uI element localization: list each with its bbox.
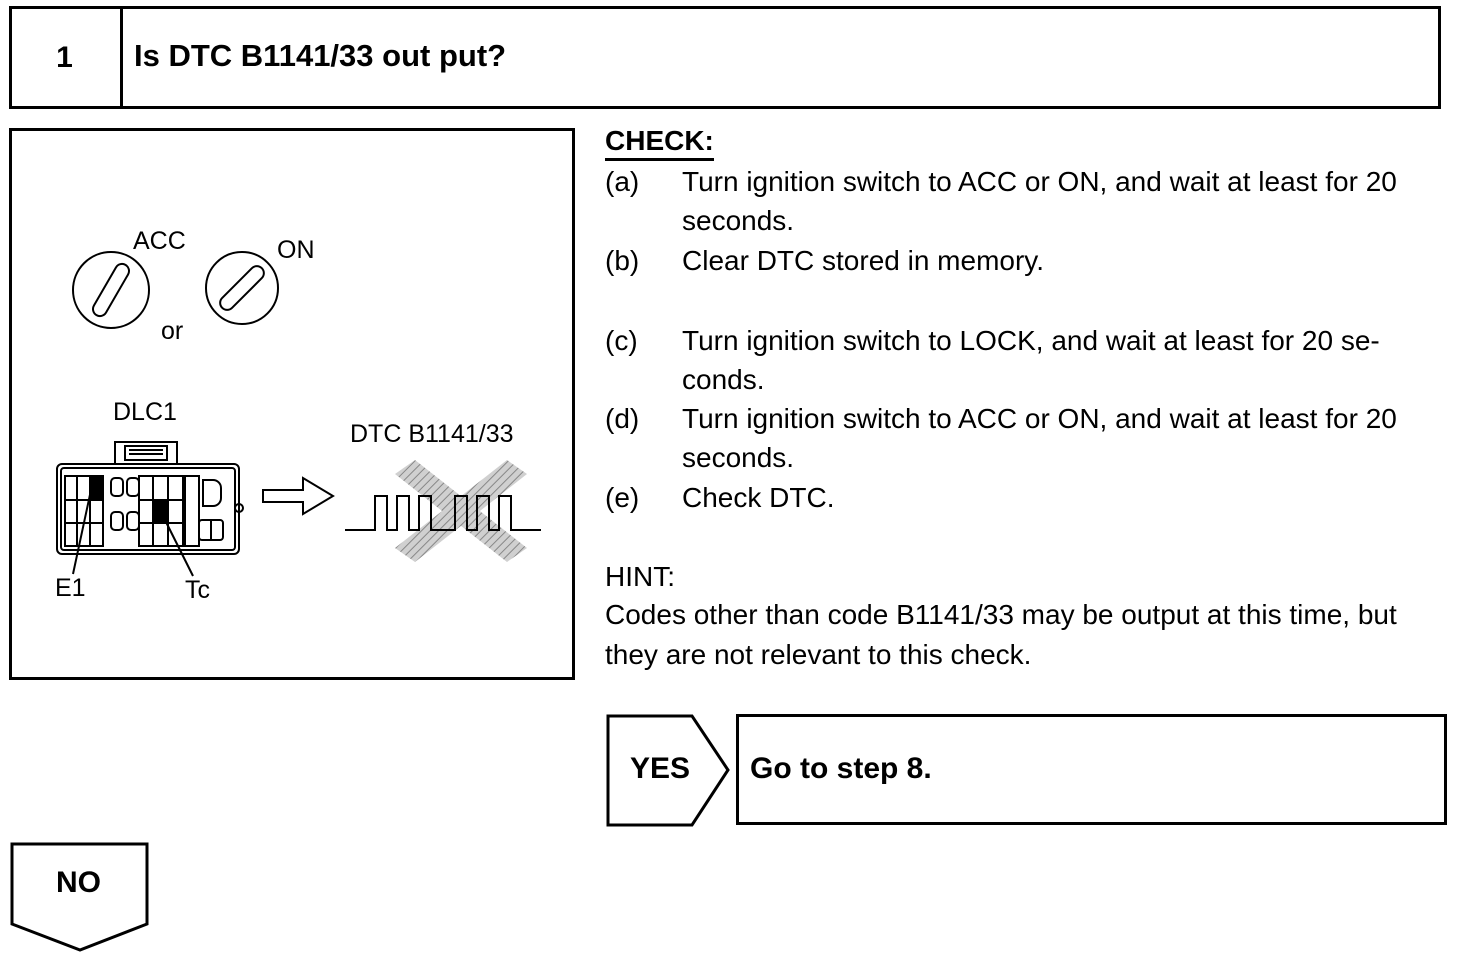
check-item-d-line-2: seconds. <box>682 442 795 473</box>
step-number: 1 <box>9 6 123 109</box>
check-heading: CHECK: <box>605 124 714 161</box>
check-item-a-label: (a) <box>605 166 640 197</box>
yes-action-text: Go to step 8. <box>750 752 932 785</box>
yes-label: YES <box>630 752 691 785</box>
right-arrow-icon <box>262 476 335 516</box>
dlc1-label: DLC1 <box>113 398 177 426</box>
ignition-key-acc-icon <box>72 251 150 329</box>
check-item-b-line-1: Clear DTC stored in memory. <box>682 245 1045 276</box>
hint-line-1: Codes other than code B1141/33 may be ou… <box>605 599 1397 630</box>
check-item-b-label: (b) <box>605 245 640 276</box>
e1-label: E1 <box>55 574 86 602</box>
dlc1-connector-icon <box>56 441 244 555</box>
dtc-waveform <box>345 495 541 531</box>
check-item-a-line-1: Turn ignition switch to ACC or ON, and w… <box>682 166 1397 197</box>
cross-mark-icon <box>395 460 527 562</box>
hint-heading: HINT: <box>605 561 675 592</box>
tc-label: Tc <box>185 576 210 604</box>
check-item-d-label: (d) <box>605 403 640 434</box>
figure-illustration: ACC ON or DLC1 <box>55 227 541 604</box>
step-title: Is DTC B1141/33 out put? <box>134 38 507 73</box>
check-item-e-label: (e) <box>605 482 640 513</box>
step-header-box <box>9 6 1441 109</box>
on-label: ON <box>277 236 315 264</box>
dtc-label: DTC B1141/33 <box>350 420 514 448</box>
or-label: or <box>161 317 183 345</box>
check-item-a-line-2: seconds. <box>682 205 795 236</box>
check-item-c-label: (c) <box>605 325 638 356</box>
check-item-c-line-2: conds. <box>682 364 765 395</box>
ignition-key-on-icon <box>205 251 279 325</box>
check-item-d-line-1: Turn ignition switch to ACC or ON, and w… <box>682 403 1397 434</box>
yes-arrow-shape <box>606 714 730 827</box>
acc-label: ACC <box>133 227 186 255</box>
figure-frame <box>9 128 575 680</box>
yes-action-box <box>736 714 1447 825</box>
no-label: NO <box>56 866 101 899</box>
no-arrow-shape <box>10 842 149 952</box>
hint-line-2: they are not relevant to this check. <box>605 639 1032 670</box>
check-item-c-line-1: Turn ignition switch to LOCK, and wait a… <box>682 325 1380 356</box>
check-item-e-line-1: Check DTC. <box>682 482 835 513</box>
